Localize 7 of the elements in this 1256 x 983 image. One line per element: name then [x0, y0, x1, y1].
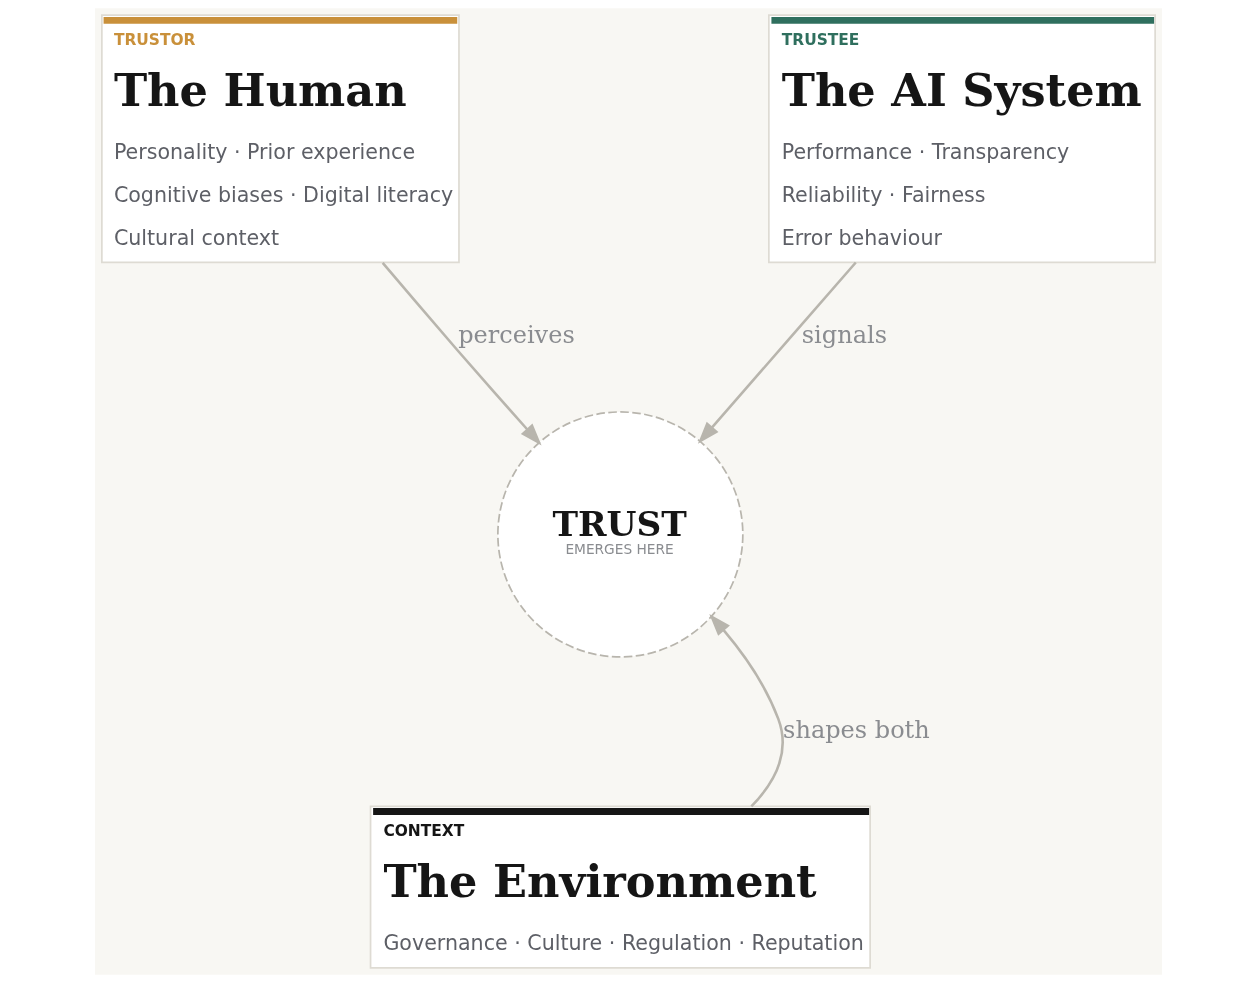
arrow [697, 261, 857, 444]
edge-label: signals [801, 321, 887, 350]
edge-label: perceives [457, 321, 575, 350]
node-circle: TRUST EMERGES HERE [496, 411, 744, 658]
edge-label: shapes both [782, 716, 930, 745]
arrow [708, 613, 784, 808]
arrow [381, 262, 542, 446]
